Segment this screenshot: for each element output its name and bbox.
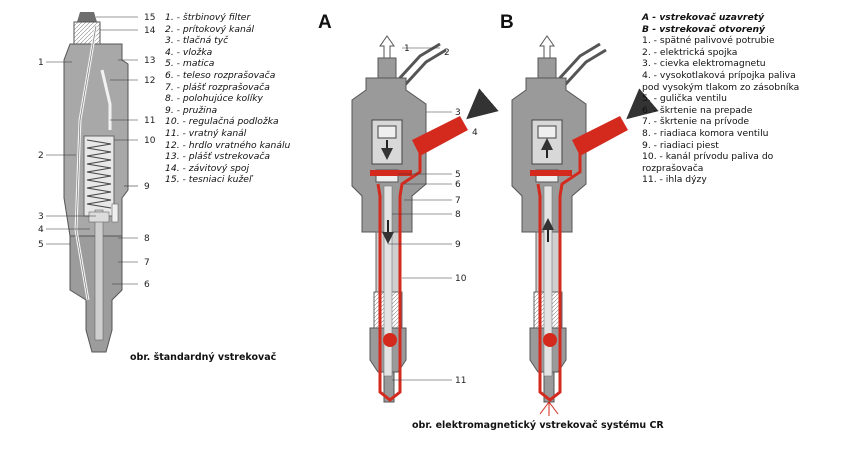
legend-item: 12. - hrdlo vratného kanálu: [165, 139, 291, 151]
legend-item: 10. - kanál prívodu paliva do: [642, 151, 774, 163]
cr-callout-4: 4: [472, 128, 478, 138]
legend-item: 6. - teleso rozprašovača: [165, 69, 276, 81]
callout-10: 10: [144, 136, 156, 146]
caption-cr: obr. elektromagnetický vstrekovač systém…: [412, 420, 664, 431]
cr-callout-11: 11: [455, 376, 466, 386]
legend-item: 14. - závitový spoj: [165, 162, 250, 174]
legend-item: 9. - pružina: [165, 104, 218, 116]
cr-callout-1: 1: [404, 44, 410, 54]
legend-item: 10. - regulačná podložka: [165, 116, 279, 128]
standard-callouts: 15 14 13 12 11 10 9 8 7 6 1 2 3 4 5: [38, 13, 156, 290]
legend-item: 5. - matica: [165, 58, 215, 70]
standard-legend: 1. - štrbinový filter 2. - prítokový kan…: [165, 12, 290, 186]
legend-item: 2. - elektrická spojka: [642, 46, 738, 58]
cr-legend: A - vstrekovač uzavretý B - vstrekovač o…: [642, 12, 799, 186]
legend-item: 7. - škrtenie na prívode: [642, 116, 750, 128]
legend-item: 1. - štrbinový filter: [165, 12, 251, 23]
legend-item: pod vysokým tlakom zo zásobníka: [642, 81, 800, 93]
callout-7: 7: [144, 258, 150, 268]
panel-label-b: B: [500, 12, 514, 33]
legend-item: 3. - cievka elektromagnetu: [642, 58, 766, 70]
callout-9: 9: [144, 182, 150, 192]
legend-item: 15. - tesniaci kužeľ: [165, 174, 252, 186]
cr-injector-a: [351, 35, 499, 403]
legend-item: 2. - prítokový kanál: [165, 23, 254, 35]
legend-item: 6. - škrtenie na prepade: [642, 104, 753, 116]
legend-item: 1. - spätné palivové potrubie: [642, 35, 775, 47]
cr-injector-b: [511, 35, 659, 416]
callout-11: 11: [144, 116, 155, 126]
standard-injector: [46, 12, 138, 353]
legend-item: 11. - ihla dýzy: [642, 174, 707, 186]
cr-callout-10: 10: [455, 274, 467, 284]
callout-1: 1: [38, 58, 44, 68]
legend-item: 9. - riadiaci piest: [642, 139, 719, 151]
cr-callout-8: 8: [455, 210, 461, 220]
cr-callouts: 1 2 3 4 5 6 7 8 9 10 11: [404, 44, 478, 386]
callout-4: 4: [38, 225, 44, 235]
callout-3: 3: [38, 212, 44, 222]
cr-callout-6: 6: [455, 180, 461, 190]
callout-5: 5: [38, 240, 44, 250]
callout-15: 15: [144, 13, 155, 23]
spring-path: [86, 139, 112, 209]
legend-item: 11. - vratný kanál: [165, 127, 247, 139]
caption-standard: obr. štandardný vstrekovač: [130, 352, 277, 363]
legend-item: 8. - riadiaca komora ventilu: [642, 127, 769, 139]
legend-item: rozprašovača: [642, 162, 704, 174]
cr-callout-9: 9: [455, 240, 461, 250]
legend-title-a: A - vstrekovač uzavretý: [642, 12, 765, 23]
legend-item: 8. - polohujúce kolíky: [165, 93, 263, 105]
legend-item: 4. - vysokotlaková prípojka paliva: [642, 69, 796, 81]
cr-callout-7: 7: [455, 196, 461, 206]
callout-14: 14: [144, 26, 156, 36]
cr-callout-5: 5: [455, 170, 461, 180]
legend-item: 13. - plášť vstrekovača: [165, 151, 271, 163]
callout-2: 2: [38, 151, 44, 161]
callout-12: 12: [144, 76, 155, 86]
panel-label-a: A: [318, 12, 332, 33]
legend-item: 4. - vložka: [165, 46, 213, 58]
cr-callout-3: 3: [455, 108, 461, 118]
callout-13: 13: [144, 56, 155, 66]
callout-8: 8: [144, 234, 150, 244]
callout-6: 6: [144, 280, 150, 290]
legend-item: 5. - gulička ventilu: [642, 93, 727, 105]
legend-item: 7. - plášť rozprašovača: [165, 81, 270, 93]
legend-item: 3. - tlačná tyč: [165, 35, 229, 47]
legend-title-b: B - vstrekovač otvorený: [642, 23, 766, 35]
cr-callout-2: 2: [444, 48, 450, 58]
